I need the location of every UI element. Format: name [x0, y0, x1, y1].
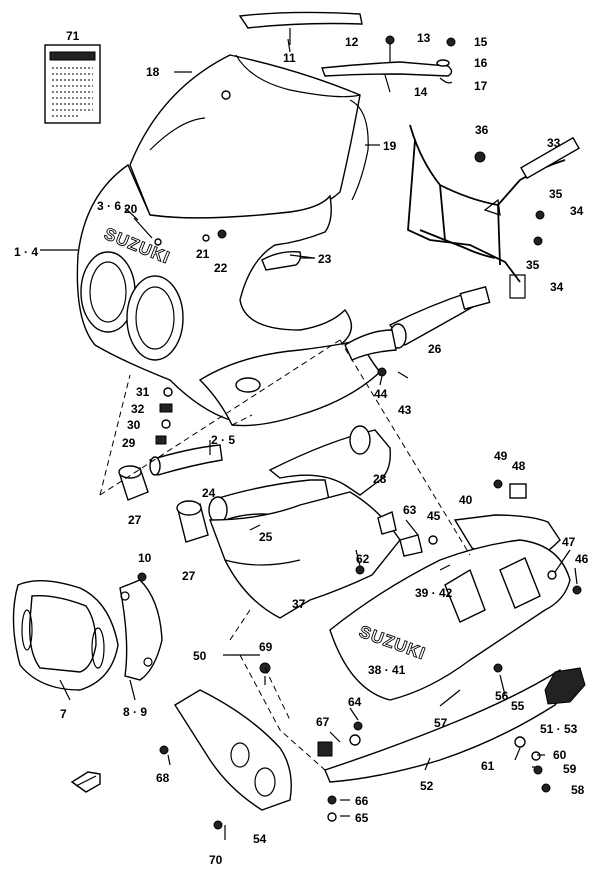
lower-cowl-part: SUZUKI: [329, 539, 571, 701]
callout-2-5: 2 · 5: [211, 433, 235, 447]
callout-12: 12: [345, 35, 359, 49]
callout-1-4: 1 · 4: [14, 245, 38, 259]
air-duct-right-part: [344, 286, 491, 361]
front-direction-arrow-icon: [70, 771, 101, 793]
callout-50: 50: [193, 649, 207, 663]
callout-48: 48: [512, 459, 526, 473]
windscreen-trim-part: [238, 11, 363, 45]
callout-33: 33: [547, 136, 561, 150]
callout-32: 32: [131, 402, 145, 416]
air-duct-left-part: [148, 444, 223, 476]
inner-lower-cowl-part: [174, 689, 292, 811]
inner-duct-part: [268, 425, 391, 496]
callout-30: 30: [127, 418, 141, 432]
callout-62: 62: [356, 552, 370, 566]
callout-26: 26: [428, 342, 442, 356]
callout-70: 70: [209, 853, 223, 867]
callout-58: 58: [571, 783, 585, 797]
callout-28: 28: [373, 472, 387, 486]
callout-35a: 35: [549, 187, 563, 201]
callout-36: 36: [475, 123, 489, 137]
callout-29: 29: [122, 436, 136, 450]
callout-66: 66: [355, 794, 369, 808]
callout-24: 24: [202, 486, 216, 500]
callout-59: 59: [563, 762, 577, 776]
assembly-dashed-lines: [99, 339, 471, 771]
callout-67: 67: [316, 715, 330, 729]
leader-lines: [40, 38, 578, 840]
callout-71: 71: [66, 29, 80, 43]
callout-51-53: 51 · 53: [540, 722, 578, 736]
callout-labels: 1 · 4 2 · 5 3 · 6 7 8 · 9 10 11 12 13 14…: [14, 29, 589, 867]
callout-13: 13: [417, 31, 431, 45]
callout-27b: 27: [182, 569, 196, 583]
callout-69: 69: [259, 640, 273, 654]
callout-18: 18: [146, 65, 160, 79]
callout-25: 25: [259, 530, 273, 544]
callout-16: 16: [474, 56, 488, 70]
callout-21: 21: [196, 247, 210, 261]
callout-54: 54: [253, 832, 267, 846]
side-cowl-part: [208, 491, 401, 619]
callout-7: 7: [60, 707, 67, 721]
callout-37: 37: [292, 597, 306, 611]
callout-46: 46: [575, 552, 589, 566]
callout-43: 43: [398, 403, 412, 417]
callout-63: 63: [403, 503, 417, 517]
callout-23: 23: [318, 252, 332, 266]
callout-15: 15: [474, 35, 488, 49]
callout-34a: 34: [570, 204, 584, 218]
callout-52: 52: [420, 779, 434, 793]
callout-40: 40: [459, 493, 473, 507]
callout-55: 55: [511, 699, 525, 713]
bushing-lower-part: [176, 500, 209, 543]
bushing-upper-part: [118, 465, 149, 501]
callout-20: 20: [124, 202, 138, 216]
callout-31: 31: [136, 385, 150, 399]
callout-10: 10: [138, 551, 152, 565]
callout-44: 44: [374, 387, 388, 401]
cowl-brace-frame-part: [407, 124, 580, 299]
callout-39-42: 39 · 42: [415, 586, 453, 600]
callout-45: 45: [427, 509, 441, 523]
gasket-part: [119, 579, 163, 681]
callout-49: 49: [494, 449, 508, 463]
small-bracket-part: [261, 250, 315, 271]
stay-bracket-part: [321, 35, 456, 93]
callout-68: 68: [156, 771, 170, 785]
headlight-frame-part: [12, 579, 119, 691]
callout-14: 14: [414, 85, 428, 99]
clip-set-part: [544, 667, 586, 705]
callout-17: 17: [474, 79, 488, 93]
callout-57: 57: [434, 716, 448, 730]
callout-35b: 35: [526, 258, 540, 272]
callout-34b: 34: [550, 280, 564, 294]
label-plate-icon: [44, 44, 101, 124]
callout-22: 22: [214, 261, 228, 275]
callout-60: 60: [553, 748, 567, 762]
windscreen-part: [129, 54, 369, 220]
callout-11: 11: [283, 51, 296, 65]
callout-65: 65: [355, 811, 369, 825]
callout-8-9: 8 · 9: [123, 705, 147, 719]
callout-27a: 27: [128, 513, 142, 527]
callout-61: 61: [481, 759, 495, 773]
callout-3-6: 3 · 6: [97, 199, 121, 213]
callout-47: 47: [562, 535, 576, 549]
callout-64: 64: [348, 695, 362, 709]
callout-19: 19: [383, 139, 397, 153]
callout-56: 56: [495, 689, 509, 703]
callout-38-41: 38 · 41: [368, 663, 406, 677]
